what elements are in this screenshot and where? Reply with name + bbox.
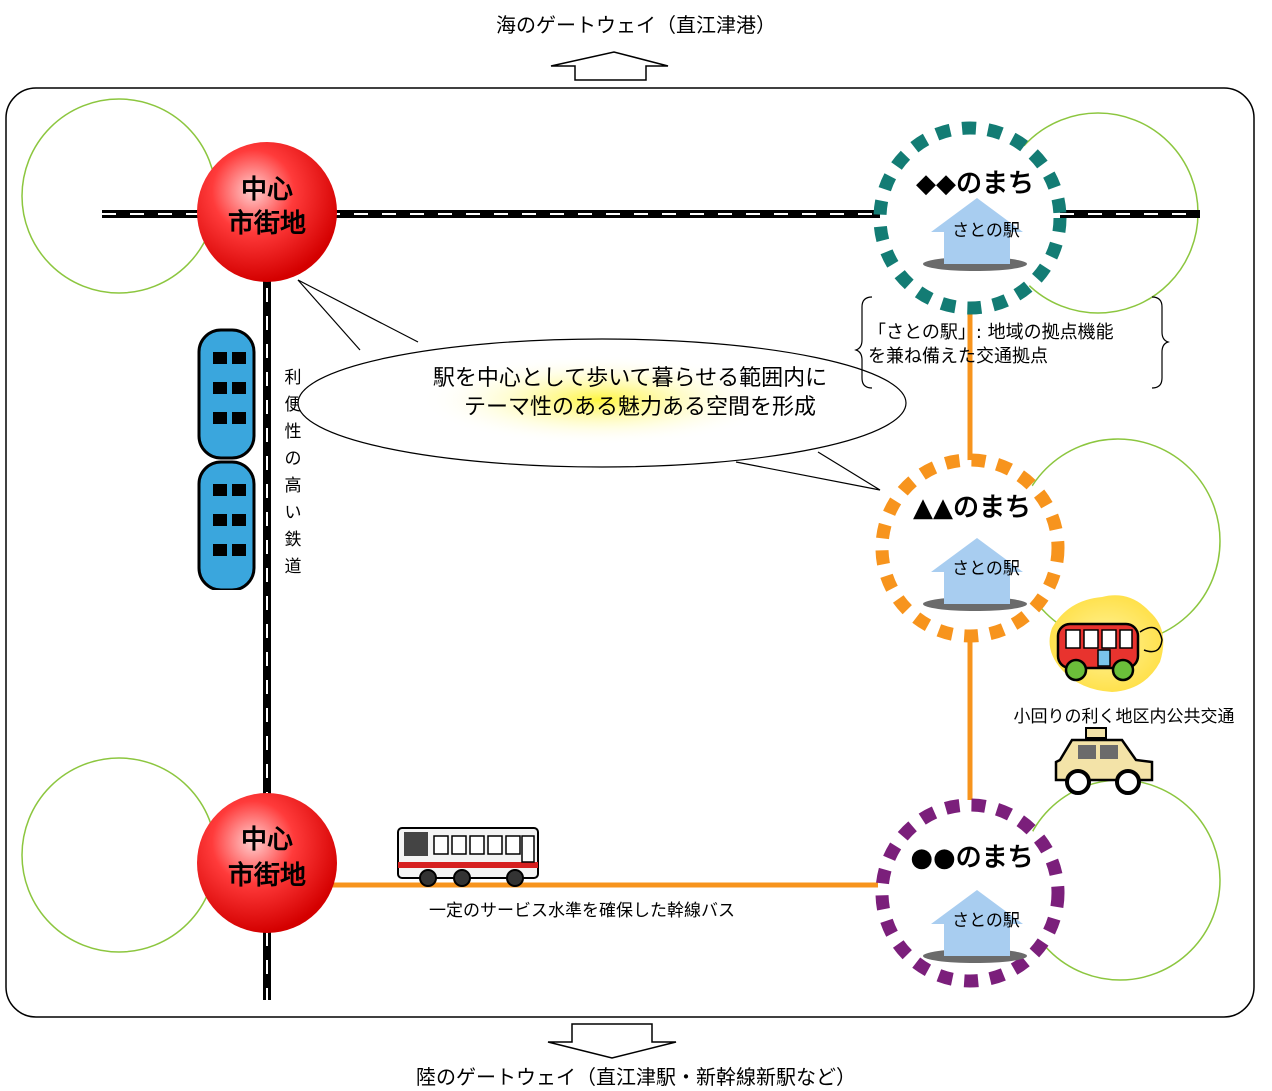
community-bus-icon (1049, 595, 1164, 692)
town-2-station: さとの駅 (952, 559, 1020, 579)
station-house-icon (931, 538, 1023, 604)
railway-label-char: い (285, 503, 302, 523)
town-3: ●●のまち さとの駅 (875, 798, 1065, 988)
local-transit-label: 小回りの利く地区内公共交通 (1014, 707, 1235, 727)
railway-label-char: 鉄 (285, 530, 302, 550)
center-city-top: 中心 市街地 (197, 142, 337, 282)
catchment-circle-bottom-left (21, 757, 217, 953)
railway-label-char: 性 (285, 422, 302, 442)
sea-gateway-label: 海のゲートウェイ（直江津港） (496, 13, 776, 37)
center-top-line-1: 中心 (241, 175, 293, 205)
town-2: ▲▲のまち さとの駅 (875, 453, 1065, 643)
center-bottom-line-2: 市街地 (228, 860, 306, 891)
railway-label-char: の (285, 449, 302, 469)
station-note-line-1: 「さとの駅」: 地域の拠点機能 (868, 322, 1114, 343)
center-bottom-line-1: 中心 (241, 825, 293, 855)
center-top-line-2: 市街地 (228, 208, 306, 239)
center-city-bottom: 中心 市街地 (197, 793, 337, 933)
land-gateway-label: 陸のゲートウェイ（直江津駅・新幹線新駅など） (416, 1065, 856, 1089)
up-arrow-shape (550, 51, 669, 81)
railway-label: 利 便 性 の 高 い 鉄 道 (285, 368, 302, 577)
station-house-icon (931, 890, 1023, 956)
railway-label-char: 道 (285, 557, 302, 577)
town-1: ◆◆のまち さとの駅 (873, 121, 1067, 315)
trunk-bus-icon (397, 827, 539, 887)
region-frame (5, 87, 1255, 1018)
town-2-name: ▲▲のまち (913, 493, 1031, 523)
station-note: 「さとの駅」: 地域の拠点機能 を兼ね備えた交通拠点 (854, 296, 1170, 389)
catchment-circle-top-left (21, 98, 217, 294)
station-house-icon (931, 198, 1023, 264)
speech-line-2: テーマ性のある魅力ある空間を形成 (464, 395, 816, 420)
town-3-station: さとの駅 (952, 911, 1020, 931)
down-arrow-icon (547, 1023, 677, 1059)
station-note-line-2: を兼ね備えた交通拠点 (868, 346, 1048, 367)
town-3-name: ●●のまち (910, 843, 1033, 873)
taxi-icon (1054, 727, 1154, 795)
trunk-bus-label: 一定のサービス水準を確保した幹線バス (429, 900, 735, 921)
town-1-station: さとの駅 (952, 221, 1020, 241)
speech-line-1: 駅を中心として歩いて暮らせる範囲内に (433, 366, 827, 391)
railway-label-char: 高 (285, 476, 302, 496)
train-icon (195, 328, 259, 598)
town-1-name: ◆◆のまち (916, 169, 1034, 199)
speech-bubble: 駅を中心として歩いて暮らせる範囲内に テーマ性のある魅力ある空間を形成 (297, 279, 907, 491)
railway-label-char: 便 (285, 395, 302, 415)
railway-label-char: 利 (285, 368, 302, 388)
